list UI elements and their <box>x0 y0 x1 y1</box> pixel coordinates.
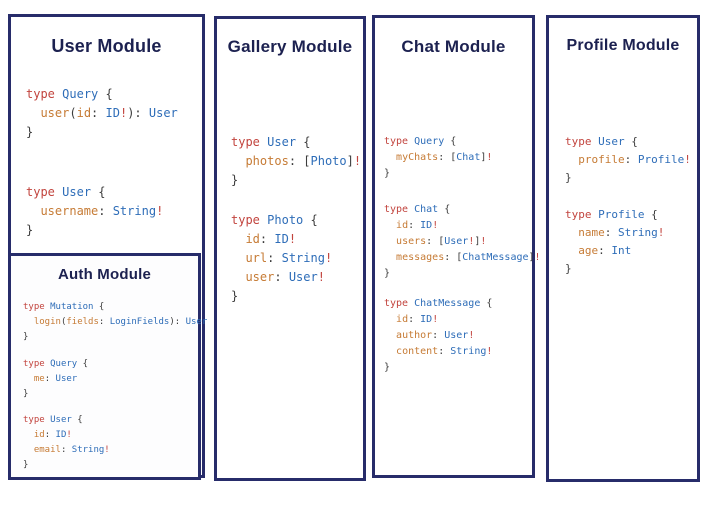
code-area-profile-module: type User { profile: Profile!}type Profi… <box>549 18 697 479</box>
panel-profile-module: Profile Module type User { profile: Prof… <box>546 15 700 482</box>
code-line: } <box>26 223 34 237</box>
code-block: type Query { user(id: ID!): User} <box>26 85 178 142</box>
code-line: type User { <box>26 185 106 199</box>
code-line: user(id: ID!): User <box>40 106 178 120</box>
panel-chat-module: Chat Module type Query { myChats: [Chat]… <box>372 15 541 478</box>
code-line: username: String! <box>40 204 164 218</box>
code-line: } <box>565 171 572 184</box>
code-line: } <box>23 332 29 342</box>
code-line: } <box>231 173 239 187</box>
code-line: me: User <box>33 374 78 384</box>
code-line: myChats: [Chat]! <box>396 152 493 163</box>
code-line: id: ID! <box>396 314 439 325</box>
code-line: } <box>384 362 391 373</box>
code-line: type ChatMessage { <box>384 298 493 309</box>
code-block: type Query { myChats: [Chat]!} <box>384 134 492 182</box>
code-line: id: ID! <box>33 430 72 440</box>
code-line: author: User! <box>396 330 475 341</box>
code-area-auth-module: type Mutation { login(fields: LoginField… <box>11 256 207 477</box>
panel-title-profile-module: Profile Module <box>566 37 680 54</box>
code-line: } <box>565 262 572 275</box>
code-line: type User { <box>231 135 311 149</box>
panel-auth-module: Auth Module type Mutation { login(fields… <box>8 253 207 480</box>
panel-gallery-module: Gallery Module type User { photos: [Phot… <box>214 16 366 481</box>
code-line: type Mutation { <box>23 302 105 312</box>
code-line: type Query { <box>384 136 457 147</box>
code-line: user: User! <box>245 270 325 284</box>
code-line: id: ID! <box>396 220 439 231</box>
code-area-gallery-module: type User { photos: [Photo]!}type Photo … <box>217 19 363 478</box>
code-line: photos: [Photo]! <box>245 154 362 168</box>
code-line: } <box>231 289 239 303</box>
code-block: type Photo { id: ID! url: String! user: … <box>231 211 332 306</box>
panel-title-gallery-module: Gallery Module <box>227 37 353 56</box>
code-area-user-module: type Query { user(id: ID!): User}type Us… <box>11 17 202 475</box>
code-block: type Mutation { login(fields: LoginField… <box>23 300 207 345</box>
panel-title-user-module: User Module <box>51 36 162 56</box>
code-line: url: String! <box>245 251 333 265</box>
code-line: } <box>26 125 34 139</box>
code-block: type Chat { id: ID! users: [User!]! mess… <box>384 202 541 282</box>
code-block: type User { id: ID! email: String!} <box>23 413 110 473</box>
code-line: type Query { <box>23 359 89 369</box>
code-line: } <box>23 460 29 470</box>
code-block: type User { profile: Profile!} <box>565 133 691 187</box>
code-block: type Profile { name: String! age: Int} <box>565 206 664 278</box>
code-line: type User { <box>565 135 638 148</box>
panel-title-chat-module: Chat Module <box>401 37 506 56</box>
code-line: login(fields: LoginFields): User <box>33 317 208 327</box>
panel-title-auth-module: Auth Module <box>57 266 151 283</box>
code-line: content: String! <box>396 346 493 357</box>
code-block: type User { photos: [Photo]!} <box>231 133 361 190</box>
code-line: users: [User!]! <box>396 236 487 247</box>
code-line: messages: [ChatMessage]! <box>396 252 541 263</box>
code-line: } <box>23 389 29 399</box>
code-line: id: ID! <box>245 232 297 246</box>
code-line: } <box>384 168 391 179</box>
code-area-chat-module: type Query { myChats: [Chat]!}type Chat … <box>375 18 541 475</box>
code-block: type User { username: String!} <box>26 183 163 240</box>
code-block: type Query { me: User} <box>23 357 88 402</box>
code-line: type User { <box>23 415 83 425</box>
code-block: type ChatMessage { id: ID! author: User!… <box>384 296 492 376</box>
code-line: } <box>384 268 391 279</box>
code-line: name: String! <box>578 226 665 239</box>
code-line: profile: Profile! <box>578 153 691 166</box>
code-line: email: String! <box>33 445 110 455</box>
code-line: type Chat { <box>384 204 451 215</box>
code-line: age: Int <box>578 244 632 257</box>
code-line: type Photo { <box>231 213 318 227</box>
code-line: type Profile { <box>565 208 658 221</box>
code-line: type Query { <box>26 87 113 101</box>
